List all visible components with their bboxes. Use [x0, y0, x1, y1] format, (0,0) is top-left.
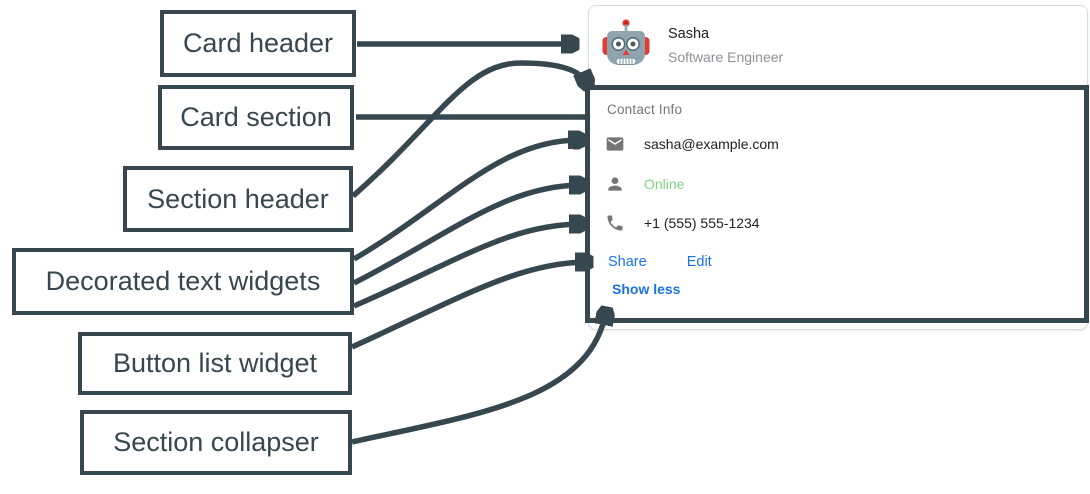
label-card-header: Card header: [160, 10, 356, 77]
decorated-text-row-phone: +1 (555) 555-1234: [605, 213, 760, 233]
label-card-section: Card section: [158, 85, 354, 150]
label-decorated-text-widgets: Decorated text widgets: [12, 248, 354, 315]
edit-button[interactable]: Edit: [686, 254, 712, 270]
phone-text: +1 (555) 555-1234: [644, 215, 760, 231]
status-text: Online: [644, 176, 685, 192]
card-header-title: Sasha: [668, 26, 710, 42]
label-section-collapser: Section collapser: [80, 410, 352, 475]
arrow-section-header: [351, 60, 587, 199]
label-section-collapser-text: Section collapser: [113, 427, 319, 457]
show-less-button[interactable]: Show less: [612, 281, 681, 297]
email-icon: [606, 137, 624, 151]
arrow-decorated-text-email: [352, 140, 581, 262]
arrow-decorated-text-status: [352, 185, 582, 286]
label-card-header-text: Card header: [182, 28, 334, 58]
button-list: Share Edit: [608, 254, 712, 270]
label-decorated-text-widgets-text: Decorated text widgets: [45, 266, 321, 296]
arrow-section-collapser: [351, 312, 606, 445]
section-header-title: Contact Info: [607, 102, 683, 117]
phone-icon: [607, 215, 623, 231]
label-button-list-widget: Button list widget: [78, 332, 352, 395]
label-section-header-text: Section header: [147, 183, 329, 214]
decorated-text-row-status: Online: [605, 174, 684, 194]
card-header-subtitle: Software Engineer: [668, 49, 784, 65]
label-card-section-text: Card section: [180, 102, 332, 132]
share-button[interactable]: Share: [608, 254, 647, 270]
email-text: sasha@example.com: [644, 136, 779, 152]
arrow-decorated-text-phone: [352, 224, 582, 309]
robot-avatar-icon: [602, 19, 650, 65]
person-icon: [608, 177, 622, 191]
label-section-header: Section header: [123, 166, 353, 232]
arrow-button-list: [350, 262, 588, 350]
label-button-list-widget-text: Button list widget: [112, 348, 318, 378]
decorated-text-row-email: sasha@example.com: [605, 134, 779, 154]
card-section-frame: [585, 85, 1089, 323]
